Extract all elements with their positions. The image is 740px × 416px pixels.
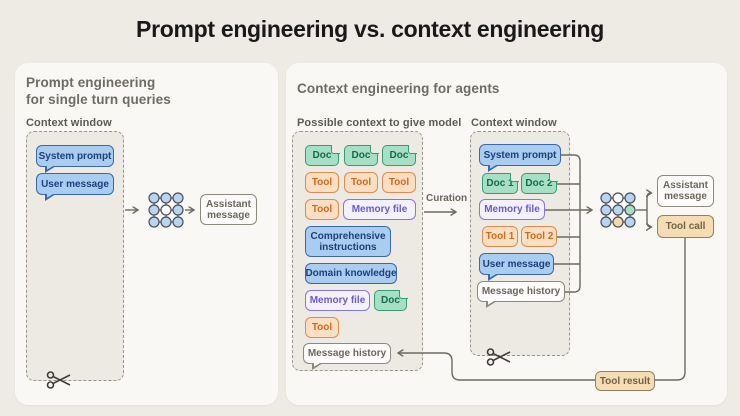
chip-user-message: User message — [479, 253, 554, 275]
chip-tool: Tool — [305, 317, 339, 338]
model-network-icon-right — [600, 192, 636, 228]
left-panel-header-line2: for single turn queries — [26, 92, 171, 107]
chip-doc-1: Doc 1 — [482, 172, 519, 194]
possible-context-label: Possible context to give model — [297, 117, 462, 129]
chip-tool: Tool — [382, 172, 416, 193]
left-context-window-box — [26, 131, 124, 381]
chip-memory-file: Memory file — [343, 199, 416, 220]
chip-tool: Tool — [305, 172, 339, 193]
right-panel-header: Context engineering for agents — [297, 81, 500, 96]
chip-tool: Tool — [305, 199, 339, 220]
chip-tool-2: Tool 2 — [521, 226, 557, 247]
chip-comprehensive-instructions: Comprehensive instructions — [305, 226, 391, 257]
chip-doc: Doc — [344, 144, 379, 166]
chip-doc-2: Doc 2 — [521, 172, 558, 194]
chip-memory-file: Memory file — [305, 290, 370, 311]
chip-doc: Doc — [382, 144, 417, 166]
chip-user-message-left: User message — [36, 173, 114, 195]
chip-memory-file-window: Memory file — [479, 199, 545, 220]
scissors-icon-right — [486, 348, 511, 366]
tool-result-box: Tool result — [595, 371, 655, 391]
chip-tool-1: Tool 1 — [482, 226, 518, 247]
curation-label: Curation — [426, 193, 468, 204]
chip-system-prompt-left: System prompt — [36, 145, 114, 167]
chip-message-history-window: Message history — [477, 281, 565, 302]
chip-doc: Doc — [305, 144, 340, 166]
scissors-icon-left — [46, 371, 71, 389]
chip-system-prompt: System prompt — [479, 144, 561, 166]
page-title: Prompt engineering vs. context engineeri… — [136, 16, 604, 42]
chip-doc: Doc — [374, 289, 408, 311]
chip-domain-knowledge: Domain knowledge — [305, 263, 397, 284]
model-network-icon-left — [148, 192, 184, 228]
chip-message-history-pool: Message history — [303, 343, 391, 364]
left-panel-header-line1: Prompt engineering — [26, 75, 156, 90]
chip-tool: Tool — [344, 172, 378, 193]
right-context-window-label: Context window — [471, 117, 557, 129]
assistant-message-box-right: Assistant message — [657, 175, 714, 207]
assistant-message-box-left: Assistant message — [200, 194, 257, 225]
left-panel-header: Prompt engineering for single turn queri… — [26, 74, 171, 108]
tool-call-box: Tool call — [657, 215, 714, 238]
left-context-window-label: Context window — [26, 117, 112, 129]
